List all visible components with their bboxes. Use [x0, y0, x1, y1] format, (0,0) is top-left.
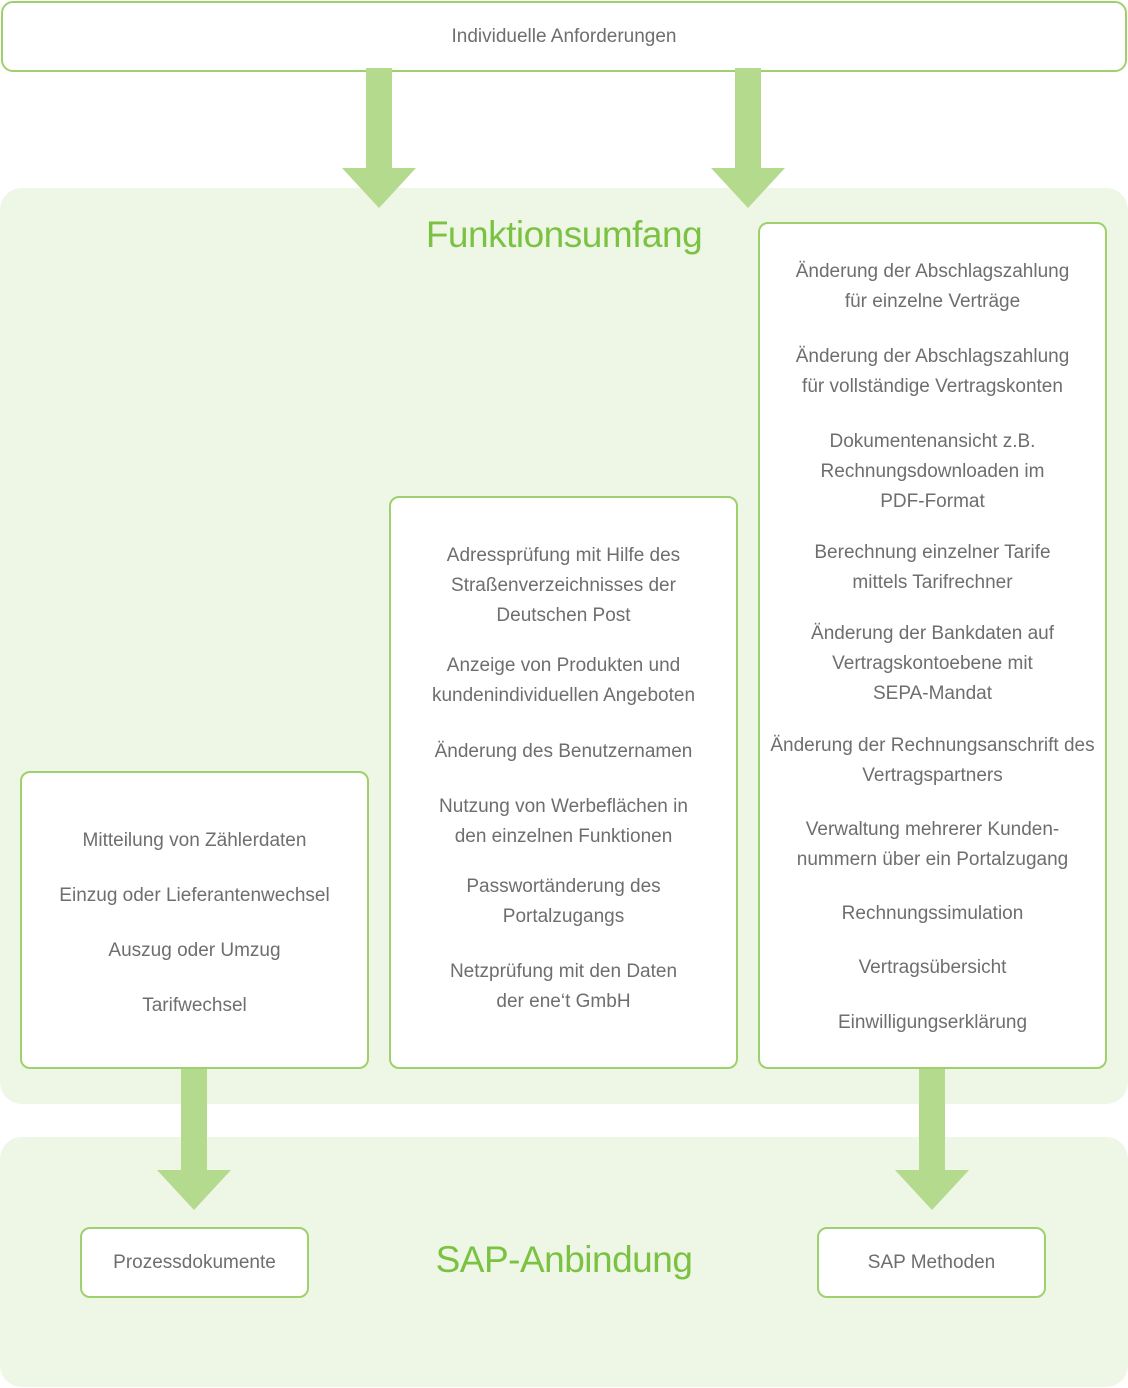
list-item: Netzprüfung mit den Daten der ene‘t GmbH [449, 961, 678, 1012]
sap-methoden-box: SAP Methoden [817, 1227, 1046, 1298]
sap-methoden-label: SAP Methoden [867, 1251, 996, 1273]
list-item: Auszug oder Umzug [108, 940, 281, 961]
list-item: Vertragsübersicht [858, 957, 1007, 978]
left-function-box: Mitteilung von Zählerdaten Einzug oder L… [20, 771, 369, 1069]
arrow-down-right-top [711, 68, 785, 208]
list-item: Einzug oder Lieferantenwechsel [59, 885, 330, 906]
list-item: Berechnung einzelner Tarife mittels Tari… [814, 542, 1051, 593]
list-item: Änderung der Abschlagszahlung für vollst… [795, 346, 1070, 397]
prozessdokumente-label: Prozessdokumente [113, 1251, 276, 1273]
arrow-down-left-bottom [157, 1069, 231, 1210]
list-item: Änderung des Benutzernamen [434, 741, 693, 762]
list-item: Dokumentenansicht z.B. Rechnungsdownload… [820, 431, 1045, 512]
arrow-down-right-bottom [895, 1069, 969, 1210]
individuelle-anforderungen-box: Individuelle Anforderungen [1, 1, 1127, 72]
list-item: Mitteilung von Zählerdaten [82, 830, 307, 851]
middle-function-box: Adressprüfung mit Hilfe des Straßenverze… [389, 496, 738, 1069]
funktionsumfang-title: Funktionsumfang [425, 214, 703, 255]
list-item: Rechnungssimulation [841, 903, 1024, 924]
list-item: Anzeige von Produkten und kundenindividu… [431, 655, 696, 706]
prozessdokumente-box: Prozessdokumente [80, 1227, 309, 1298]
arrow-down-left-top [342, 68, 416, 208]
list-item: Tarifwechsel [142, 995, 247, 1016]
list-item: Einwilligungserklärung [837, 1012, 1028, 1033]
sap-anbindung-title: SAP-Anbindung [435, 1239, 693, 1280]
list-item: Änderung der Abschlagszahlung für einzel… [795, 261, 1070, 312]
list-item: Adressprüfung mit Hilfe des Straßenverze… [446, 545, 681, 626]
list-item: Änderung der Bankdaten auf Vertragskonto… [811, 623, 1054, 704]
list-item: Änderung der Rechnungsanschrift des Vert… [770, 735, 1095, 786]
right-function-box: Änderung der Abschlagszahlung für einzel… [758, 222, 1107, 1069]
list-item: Nutzung von Werbeflächen in den einzelne… [439, 796, 688, 847]
individuelle-anforderungen-label: Individuelle Anforderungen [451, 25, 677, 47]
list-item: Passwortänderung des Portalzugangs [466, 876, 661, 927]
list-item: Verwaltung mehrerer Kunden- nummern über… [796, 819, 1069, 870]
